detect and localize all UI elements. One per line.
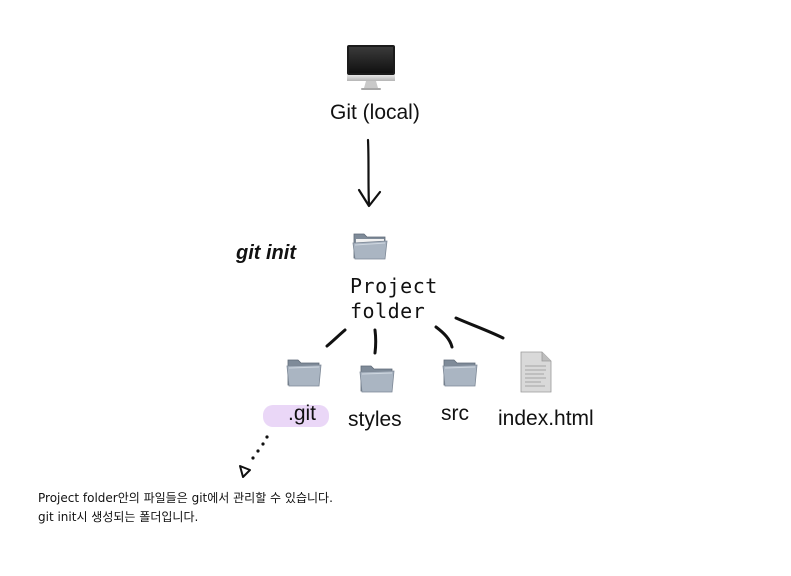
project-folder-icon bbox=[352, 229, 388, 261]
document-icon bbox=[519, 351, 553, 393]
project-folder-label-line1: Project bbox=[350, 274, 438, 298]
git-init-command: git init bbox=[236, 242, 296, 264]
styles-folder-icon bbox=[359, 362, 395, 394]
git-folder-label: .git bbox=[288, 402, 317, 425]
note-line-2: git init시 생성되는 폴더입니다. bbox=[38, 510, 199, 524]
down-arrow-shaft bbox=[366, 138, 371, 207]
note-line-1: Project folder안의 파일들은 git에서 관리할 수 있습니다. bbox=[38, 491, 333, 505]
monitor-icon bbox=[346, 44, 396, 92]
branch-line-index bbox=[454, 316, 505, 340]
dotted-pointer bbox=[251, 435, 269, 460]
project-folder-label-line2: folder bbox=[350, 299, 426, 323]
branch-line-git bbox=[325, 328, 347, 348]
git-folder-icon bbox=[286, 356, 322, 388]
project-folder-label: Project folder bbox=[350, 274, 438, 324]
src-folder-icon bbox=[442, 356, 478, 388]
down-arrow-head bbox=[357, 188, 382, 208]
branch-line-styles bbox=[373, 328, 378, 355]
local-git-label: Git (local) bbox=[330, 101, 420, 124]
styles-folder-label: styles bbox=[348, 408, 402, 431]
src-folder-label: src bbox=[441, 402, 469, 425]
pointer-arrowhead bbox=[239, 465, 251, 478]
branch-line-src bbox=[434, 325, 454, 349]
index-file-label: index.html bbox=[498, 407, 594, 430]
note-text: Project folder안의 파일들은 git에서 관리할 수 있습니다. … bbox=[38, 489, 333, 527]
git-highlight-pill bbox=[263, 405, 329, 427]
